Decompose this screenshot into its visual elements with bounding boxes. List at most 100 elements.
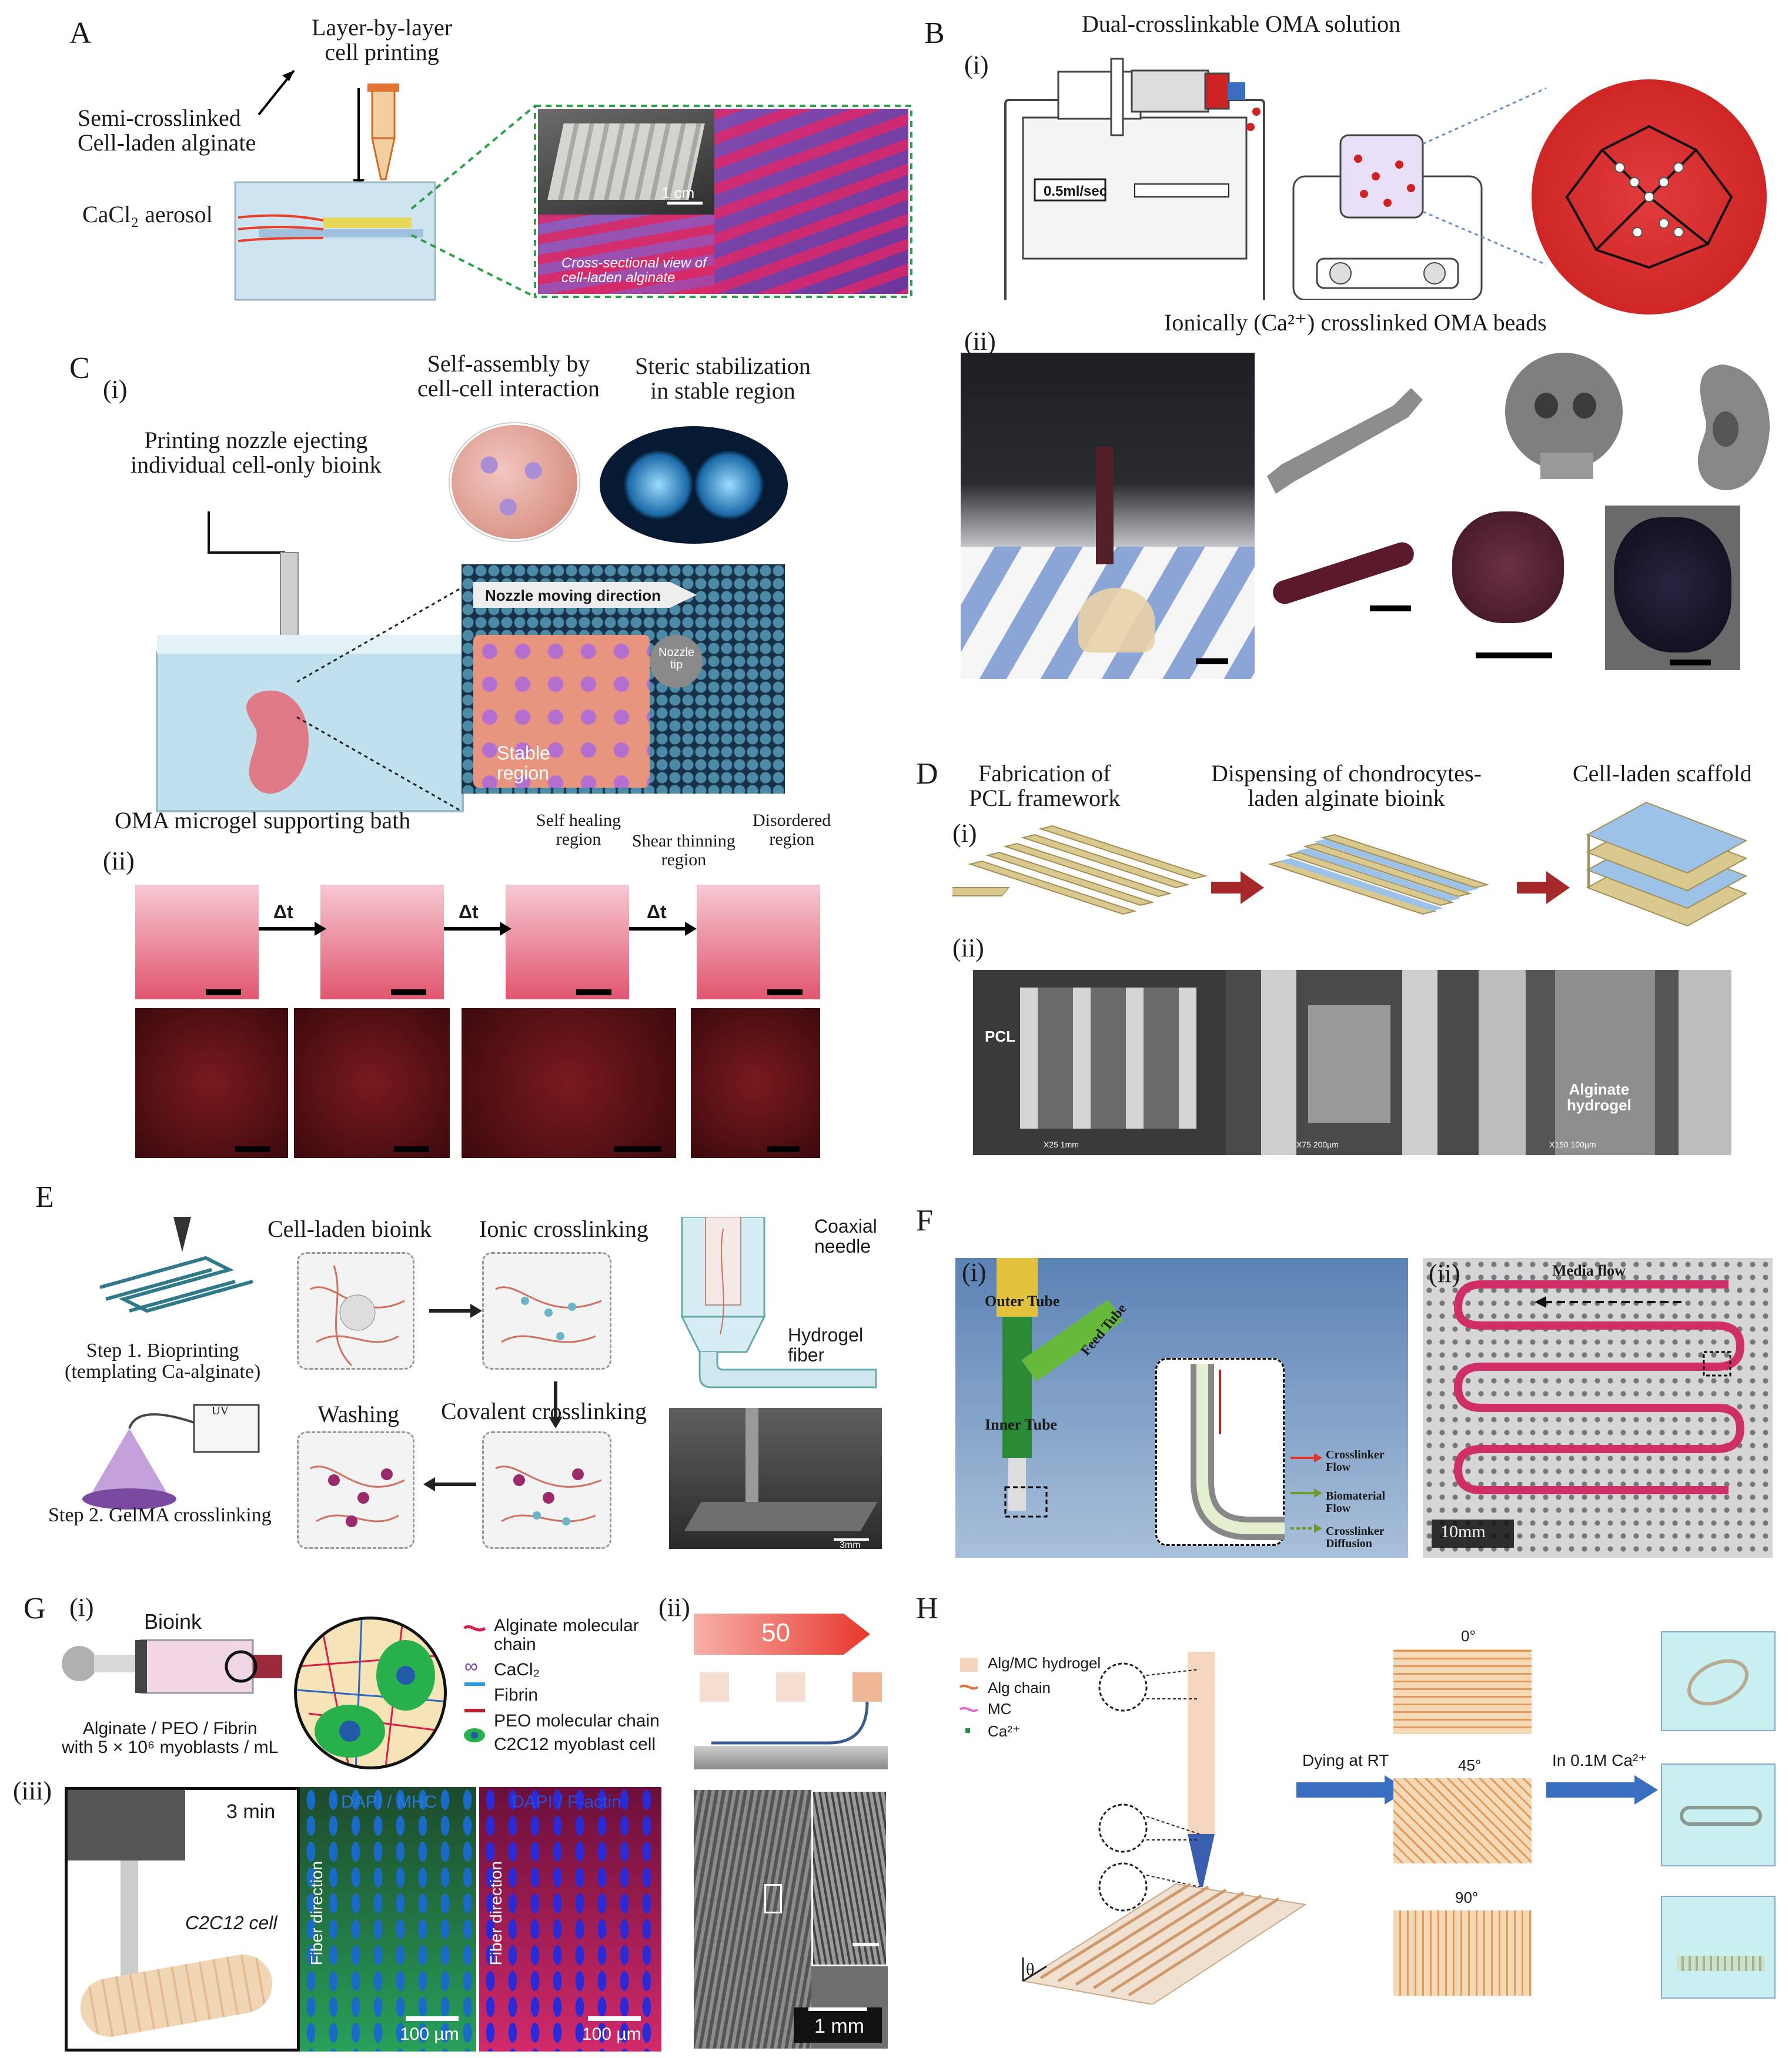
- delta-t-3: Δt: [647, 901, 667, 922]
- angle-45-label: 45°: [1458, 1756, 1482, 1774]
- alginate-scaffold-photo: 1 cm: [538, 109, 714, 215]
- e-step2-label: Step 2. GelMA crosslinking: [48, 1504, 272, 1526]
- d-step2-label: Dispensing of chondrocytes- laden algina…: [1211, 760, 1482, 811]
- sem-image-1: PCL X25 1mm: [973, 970, 1226, 1155]
- drying-label: Dying at RT: [1302, 1751, 1389, 1769]
- panel-b-sub-i: (i): [964, 51, 989, 79]
- dapi-actin-image: DAPI / F-actin Fiber direction 100 µm: [479, 1787, 661, 2052]
- panel-g-sub-i: (i): [69, 1593, 94, 1622]
- uv-label: UV: [212, 1404, 229, 1417]
- panel-f-letter: F: [916, 1204, 933, 1237]
- e-washing-box: [297, 1431, 414, 1549]
- panel-g-sub-ii: (ii): [658, 1593, 690, 1622]
- disordered-label: Disordered region: [753, 811, 831, 849]
- panel-d: D Fabrication of PCL framework Dispensin…: [905, 747, 1792, 1164]
- pattern-45deg: [1393, 1778, 1532, 1863]
- panel-g-letter: G: [24, 1592, 46, 1625]
- coaxial-needle-diagram: [664, 1217, 882, 1393]
- cacl2-aerosol-label: CaCl₂ aerosol: [82, 201, 213, 227]
- ca-bath-label: In 0.1M Ca²⁺: [1552, 1751, 1647, 1769]
- c2c12-cell-label: C2C12 cell: [185, 1912, 278, 1933]
- printed-ear-photo: [1605, 506, 1740, 670]
- timelapse-frame-2: [320, 885, 444, 999]
- e-scale-label: 3mm: [840, 1540, 861, 1549]
- a-scale-label: 1 cm: [661, 184, 695, 202]
- printing-setup-photo: [961, 353, 1255, 679]
- e-covalent-box: [482, 1431, 611, 1549]
- outer-tube-label: Outer Tube: [985, 1293, 1060, 1310]
- pump-display: 0.5ml/sec: [1044, 183, 1108, 199]
- timelapse-frame-1: [135, 885, 259, 999]
- nozzle-direction-label: Nozzle moving direction: [485, 587, 661, 604]
- model-renders: [1267, 353, 1770, 494]
- svg-text:∞: ∞: [464, 1655, 478, 1676]
- printed-blob-photo: [294, 1008, 450, 1158]
- panel-b-sub-ii: (ii): [964, 327, 996, 356]
- panel-c: C (i) Self-assembly by cell-cell interac…: [0, 329, 905, 1164]
- panel-b-letter: B: [924, 16, 945, 50]
- legend-alg-chain: Alg chain: [988, 1679, 1051, 1696]
- legend-alginate-chain: Alginate molecular chain: [494, 1616, 639, 1654]
- alginate-hydrogel-label: Alginate hydrogel: [1567, 1080, 1631, 1115]
- b-bone-scale-bar: [1370, 605, 1411, 611]
- e-process-arrows: [423, 1304, 563, 1491]
- coaxial-nozzle-diagram: Outer Tube Feed Tube Inner Tube Crosslin…: [955, 1258, 1408, 1558]
- panel-f-sub-ii: (ii): [1429, 1259, 1460, 1288]
- semi-crosslinked-label: Semi-crosslinked Cell-laden alginate: [78, 105, 256, 156]
- panel-f: F Outer Tube Feed Tube Inner Tube Crossl…: [905, 1193, 1792, 1570]
- d-step1-label: Fabrication of PCL framework: [969, 760, 1121, 811]
- shear-thinning-label: Shear thinning region: [632, 831, 735, 869]
- sem-image-2: X75 200µm: [1226, 970, 1479, 1155]
- stable-region-label: Stable region: [497, 742, 550, 784]
- delta-t-1: Δt: [273, 901, 293, 922]
- hydrogel-fiber-label: Hydrogel fiber: [788, 1324, 864, 1366]
- cross-section-render: [714, 109, 908, 294]
- panel-e-letter: E: [35, 1180, 54, 1214]
- g-scale-100a: 100 µm: [400, 2024, 459, 2044]
- bioprinting-step-1: [99, 1217, 253, 1313]
- tube-90deg: [1661, 1896, 1776, 1999]
- bioink-label: Bioink: [144, 1609, 202, 1634]
- panel-a: A Layer-by-layer cell printing Semi-cros…: [0, 0, 912, 317]
- e-covalent-label: Covalent crosslinking: [441, 1398, 647, 1424]
- panel-e: E Step 1. Bioprinting (templating Ca-alg…: [0, 1170, 905, 1570]
- printed-skull-photo: [1446, 506, 1570, 658]
- panel-c-sub-i: (i): [103, 375, 128, 404]
- legend-c2c12-cell: C2C12 myoblast cell: [494, 1735, 656, 1754]
- panel-d-sub-i: (i): [952, 819, 977, 848]
- serpentine-fiber-photo: (ii) Media flow 10mm: [1423, 1258, 1773, 1558]
- fiber-direction-label-2: Fiber direction: [487, 1860, 506, 1966]
- h-arrow-1: [1296, 1775, 1408, 1805]
- b-ear-scale-bar: [1670, 660, 1711, 665]
- myoblast-fiber-schematic: 3 min C2C12 cell: [65, 1787, 300, 2052]
- timelapse-frame-4: [697, 885, 820, 999]
- delta-t-2: Δt: [459, 901, 479, 922]
- panel-h-letter: H: [916, 1592, 938, 1625]
- legend-crosslinker-flow: Crosslinker Flow: [1326, 1448, 1385, 1474]
- bath-label: OMA microgel supporting bath: [115, 807, 411, 834]
- legend-mc: MC: [988, 1700, 1012, 1718]
- h-legend-icons: [959, 1658, 979, 1733]
- pattern-90deg: [1393, 1910, 1532, 1996]
- oma-solution-label: Dual-crosslinkable OMA solution: [1082, 11, 1401, 37]
- h-printing-schematic: [1021, 1652, 1307, 2005]
- uv-crosslinking-step-2: [82, 1404, 260, 1510]
- fiber-direction-label-1: Fiber direction: [307, 1860, 326, 1966]
- cross-section-lower: Cross-sectional view of cell-laden algin…: [538, 215, 714, 294]
- timelapse-frame-3: [506, 885, 629, 999]
- pattern-0deg: [1393, 1649, 1532, 1734]
- e-ionic-label: Ionic crosslinking: [479, 1216, 648, 1242]
- layer-by-layer-label: Layer-by-layer cell printing: [312, 14, 453, 65]
- printed-bone-photo: [1258, 511, 1435, 611]
- speed-label: 50: [761, 1618, 790, 1647]
- tube-45deg: [1661, 1763, 1776, 1866]
- e-ionic-box: [482, 1252, 611, 1370]
- panel-c-sub-ii: (ii): [103, 846, 135, 875]
- composition-label: Alginate / PEO / Fibrin with 5 × 10⁶ myo…: [62, 1719, 279, 1757]
- e-bioink-box: [297, 1252, 414, 1370]
- dapi-mhc-label: DAPI / MHC: [341, 1792, 437, 1812]
- e-step1-label: Step 1. Bioprinting (templating Ca-algin…: [65, 1340, 261, 1383]
- d-step3-label: Cell-laden scaffold: [1573, 760, 1752, 787]
- bioink-syringe: [62, 1639, 282, 1694]
- panel-c-letter: C: [69, 352, 90, 385]
